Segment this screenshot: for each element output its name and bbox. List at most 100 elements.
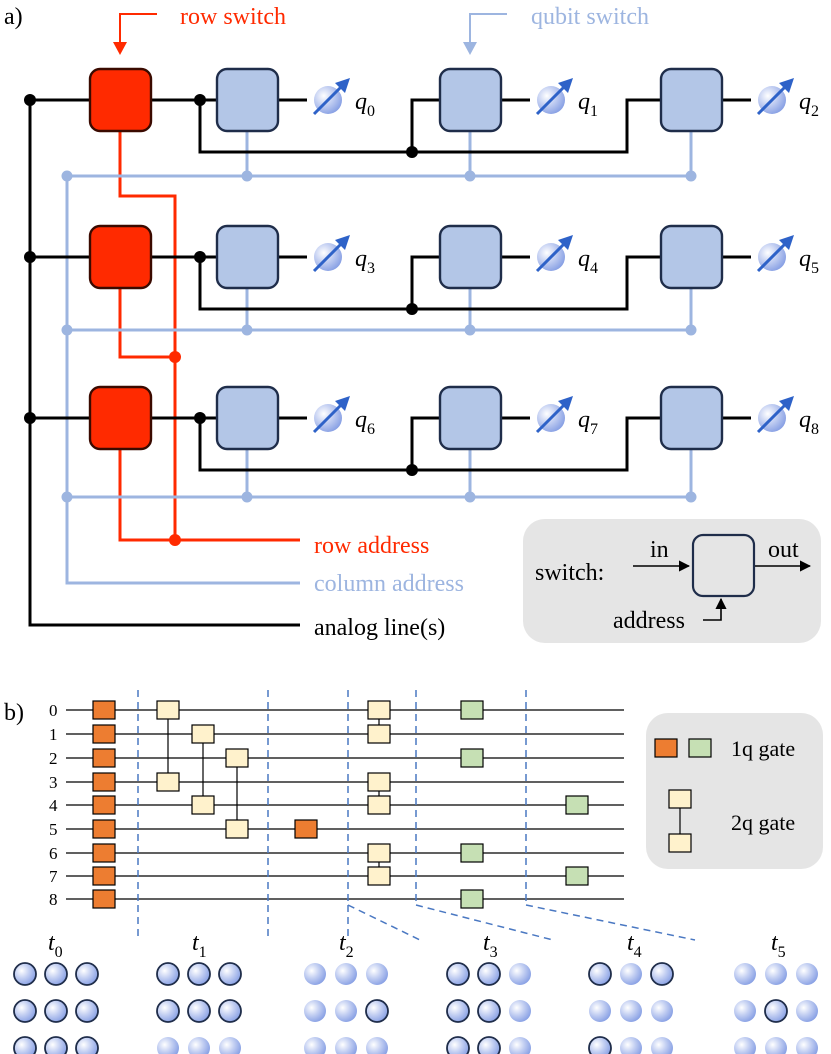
legend-out-text: out [768,537,799,563]
active-qubit [588,1036,612,1054]
legend-2q-text: 2q gate [731,810,795,835]
active-qubit [187,962,211,986]
idle-qubit [304,963,326,985]
2q-gate [367,700,391,720]
time-label: t2 [339,930,354,961]
row-switch [88,67,153,133]
qubit-switch [659,224,724,290]
tunable-arrow-icon [756,241,788,273]
qubit-label: q7 [578,407,598,438]
panel-b-label: b) [4,700,24,726]
2q-gate [156,772,180,792]
qubit-switch-arrow [469,13,507,50]
idle-qubit [620,963,642,985]
column-dot [464,170,476,182]
row-address-branch [118,418,175,542]
qubit-label: q8 [799,407,819,438]
qubit-switch [215,67,280,133]
active-qubit [588,962,612,986]
row-switch [88,385,153,451]
row-switch [88,224,153,290]
column-dot [61,324,73,336]
column-address-label: column address [314,571,464,597]
idle-qubit [651,1037,673,1054]
idle-qubit [734,963,756,985]
qubit-row-label: 1 [49,725,58,744]
1q-gate-green [565,795,589,815]
qubit-row-label: 2 [49,749,58,768]
1q-gate-green [460,889,484,909]
legend-2q-gate-top [668,789,692,809]
time-separator [525,904,696,941]
time-label: t5 [771,930,786,961]
gate-legend: 1q gate 2q gate [646,713,823,869]
legend-orange-gate [654,738,678,758]
row-address-branch [118,257,175,359]
idle-qubit [796,1037,818,1054]
active-qubit [477,962,501,986]
idle-qubit [304,1037,326,1054]
qubit-switch [659,385,724,451]
2q-gate [367,724,391,744]
idle-qubit [366,1037,388,1054]
2q-gate [225,748,249,768]
legend-address-text: address [613,608,685,634]
idle-qubit [765,1037,787,1054]
idle-qubit [620,1000,642,1022]
qubit-switch [215,385,280,451]
qubit-row-label: 8 [49,890,58,909]
idle-qubit [589,1000,611,1022]
active-qubit [446,1036,470,1054]
qubit-switch [438,385,503,451]
qubit-row-label: 4 [49,796,58,815]
1q-gate-orange [92,795,116,815]
junction-dot [24,412,36,424]
tunable-arrow-icon [312,241,344,273]
2q-gate [191,795,215,815]
qubit-label: q3 [355,246,375,277]
column-dot [241,324,253,336]
column-dot [61,170,73,182]
idle-qubit [620,1037,642,1054]
time-label: t4 [627,930,642,961]
junction-dot [194,94,206,106]
analog-branch [198,98,691,154]
2q-gate [225,819,249,839]
column-dot [241,491,253,503]
active-qubit [218,962,242,986]
idle-qubit [335,1000,357,1022]
idle-qubit [335,963,357,985]
idle-qubit [366,963,388,985]
qubit-switch [438,67,503,133]
1q-gate-orange [92,700,116,720]
idle-qubit [509,1037,531,1054]
column-dot [685,491,697,503]
tunable-arrow-icon [535,241,567,273]
active-qubit [187,999,211,1023]
1q-gate-orange [92,843,116,863]
row-switch-label: row switch [180,4,286,30]
active-qubit [477,999,501,1023]
column-dot [241,170,253,182]
tunable-arrow-icon [312,84,344,116]
1q-gate-orange [92,889,116,909]
legend-1q-text: 1q gate [731,736,795,761]
1q-gate-orange [92,724,116,744]
active-qubit [477,1036,501,1054]
active-qubit [75,1036,99,1054]
active-qubit [764,999,788,1023]
analog-branch [198,416,691,472]
junction-dot [406,464,418,476]
idle-qubit [796,963,818,985]
column-dot [464,491,476,503]
tunable-arrow-icon [312,402,344,434]
junction-dot [194,251,206,263]
legend-in-text: in [650,537,669,563]
1q-gate-orange [92,772,116,792]
tunable-arrow-icon [756,402,788,434]
panel-a-label: a) [4,4,23,30]
idle-qubit [765,963,787,985]
qubit-label: q2 [799,89,819,120]
legend-green-gate [688,738,712,758]
active-qubit [446,962,470,986]
